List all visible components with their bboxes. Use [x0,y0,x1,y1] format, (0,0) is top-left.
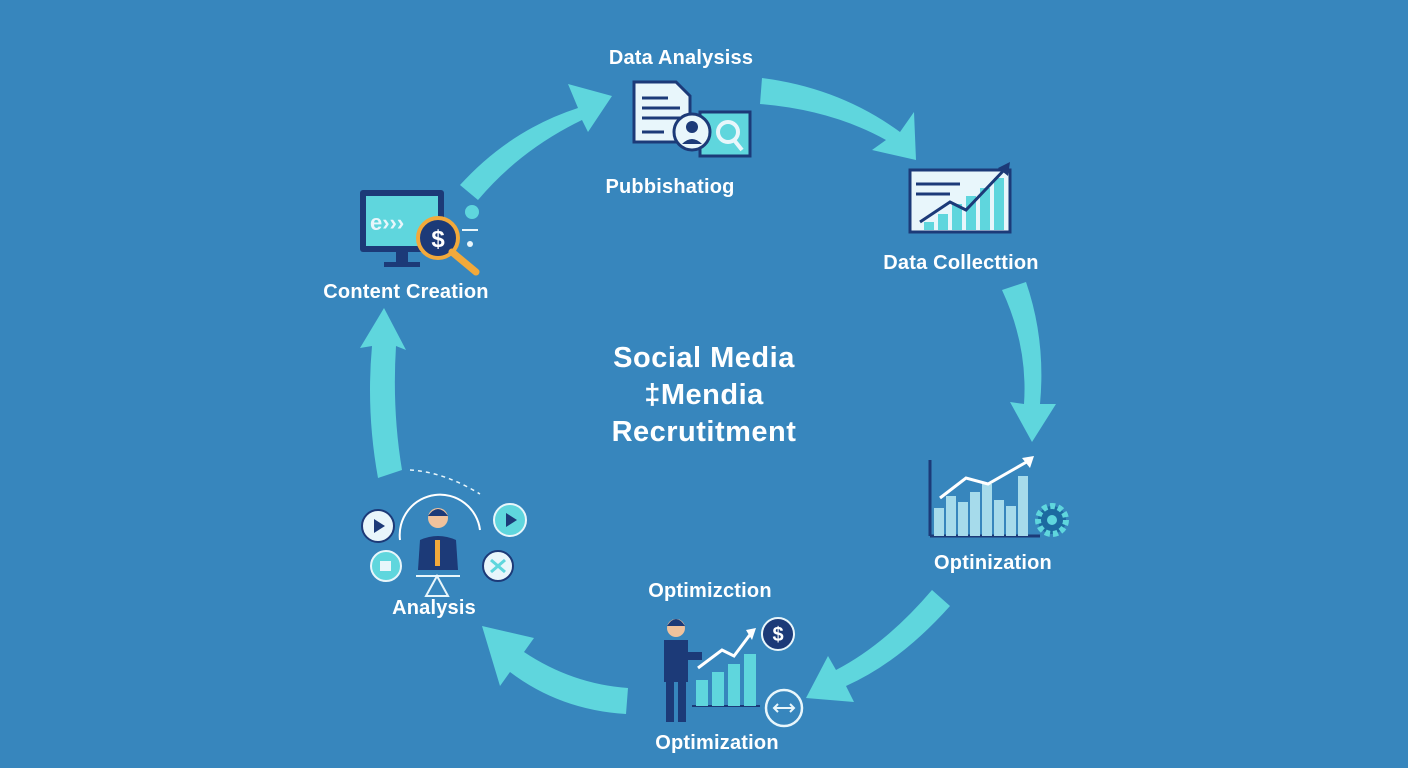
document-search-icon [632,80,752,158]
cycle-arrow-5 [482,626,628,714]
cycle-arrow-4 [806,590,950,702]
stage-label-optimization-bottom: Optimization [655,732,779,754]
stage-label-data-collection: Data Collecttion [883,252,1039,274]
stage-label-publishing: Pubbishatiog [605,176,735,198]
center-title-line-3: Recrutitment [611,416,797,448]
cycle-arrow-3 [1002,282,1056,442]
cycle-arrow-6 [360,308,406,478]
center-title-line-2: ‡Mendia [644,379,764,411]
center-title-line-1: Social Media [613,342,795,374]
chart-panel-icon [908,162,1012,234]
bar-chart-gear-icon [928,456,1069,538]
stage-label-optimization-bottom-top: Optimizction [648,580,772,602]
center-title: Social Media ‡Mendia Recrutitment [612,340,797,451]
cycle-arrow-1 [460,84,612,200]
businessman-growth-icon: $ [664,617,804,728]
monitor-screen-text: e››› [370,210,404,235]
stage-label-data-analysis: Data Analysiss [608,47,754,69]
cycle-arrows [360,78,1056,714]
stage-label-content-creation: Content Creation [323,281,489,303]
person-media-icon [361,469,527,597]
dollar-coin-icon: $ [772,624,783,646]
monitor-magnifier-icon: e››› $ [360,190,480,276]
dollar-lens-icon: $ [431,226,445,253]
cycle-arrow-2 [760,78,916,160]
stage-label-analysis: Analysis [392,597,476,619]
stage-label-optimization-right: Optinization [934,552,1052,574]
